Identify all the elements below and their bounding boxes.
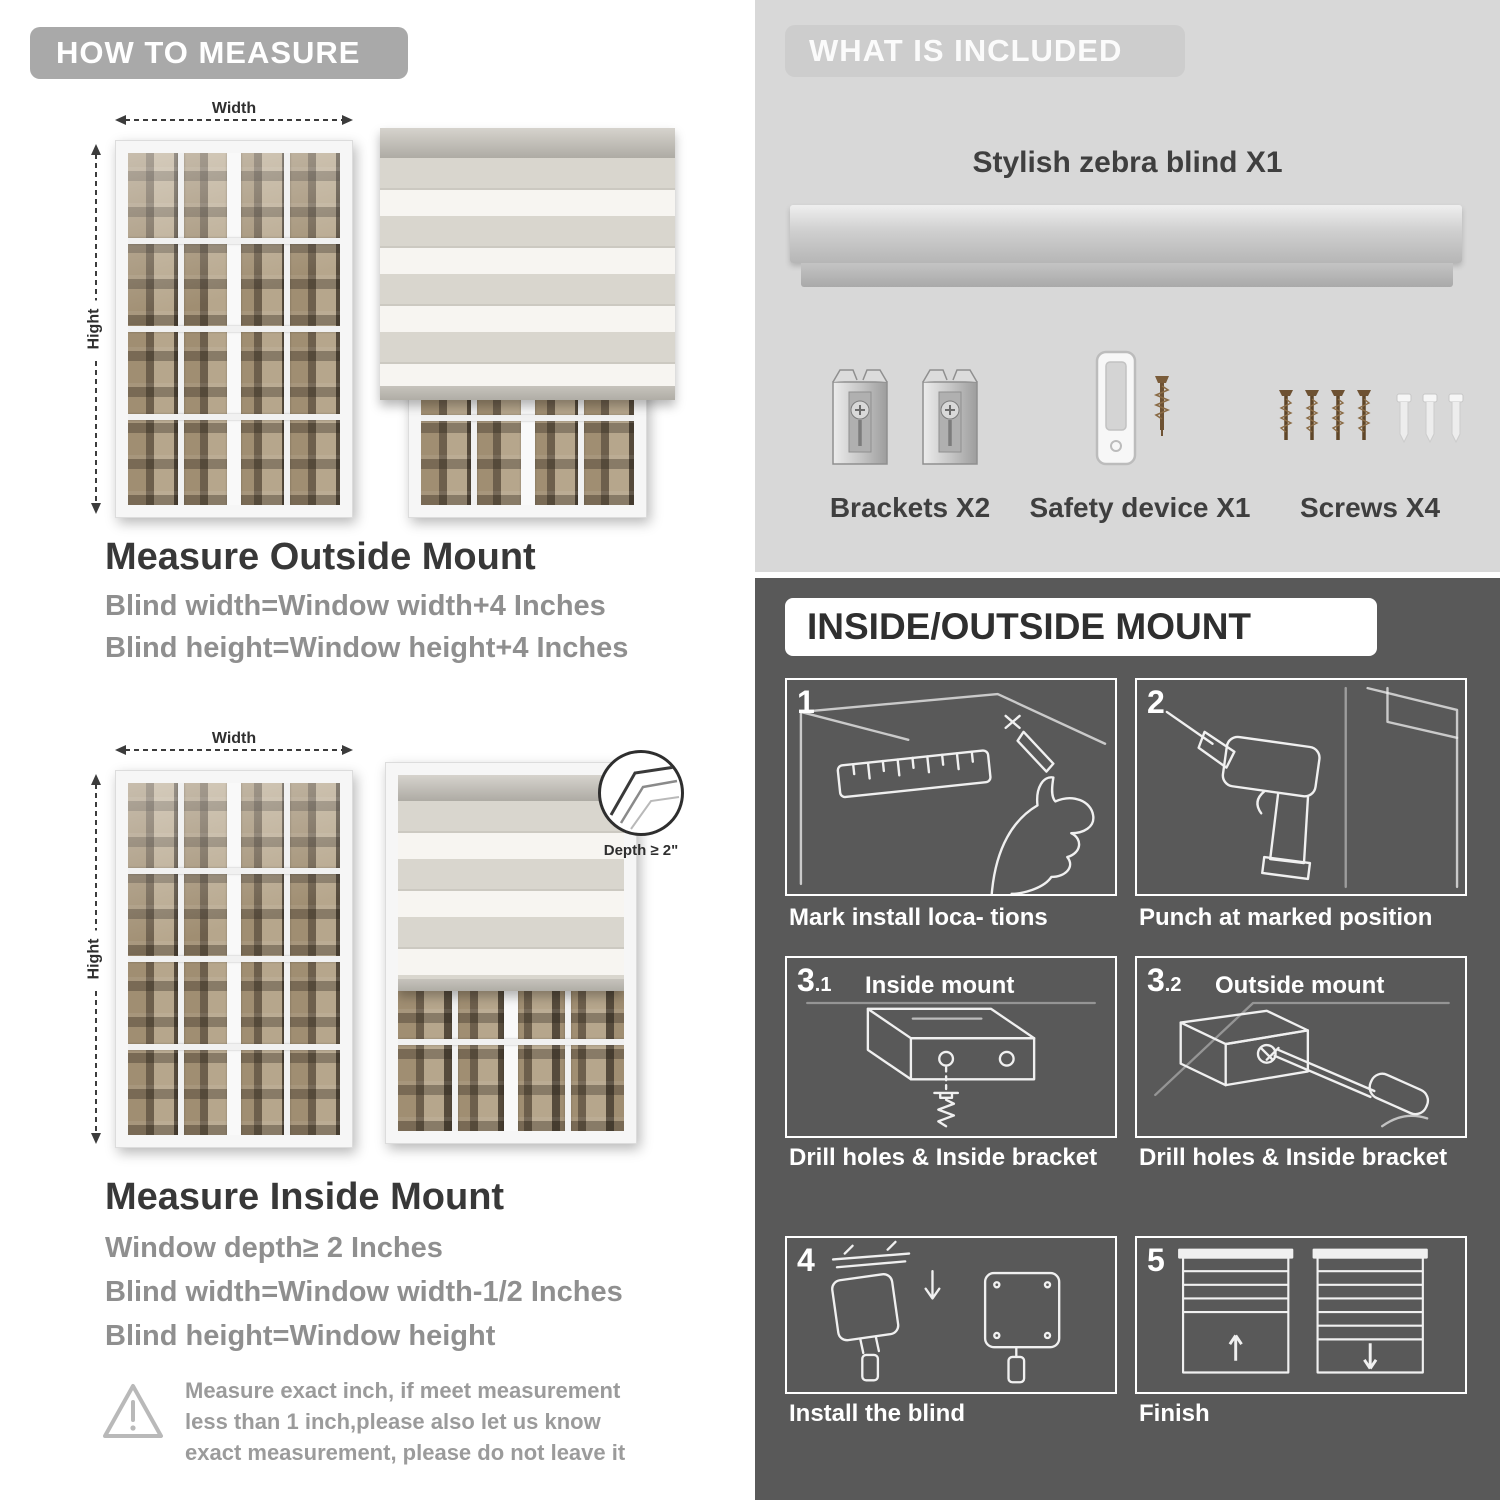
blind-inside-illustration (385, 762, 637, 1144)
width-arrow (115, 115, 353, 125)
step-caption-5: Finish (1139, 1400, 1210, 1427)
inside-mount-heading: Measure Inside Mount (105, 1176, 505, 1218)
mount-instructions-section: INSIDE/OUTSIDE MOUNT 1 Mark install loc (755, 578, 1500, 1500)
outside-mount-figure: Width Hight (80, 98, 695, 538)
inside-rule-2: Blind width=Window width-1/2 Inches (105, 1276, 623, 1308)
step-caption-4: Install the blind (789, 1400, 966, 1427)
depth-detail-magnifier (598, 750, 684, 836)
depth-label: Depth ≥ 2" (603, 842, 679, 859)
step-panel-5: 5 (1135, 1236, 1467, 1394)
step-panel-4: 4 (785, 1236, 1117, 1394)
step-caption-3-2: Drill holes & Inside bracket (1139, 1144, 1448, 1171)
window-glass (128, 783, 340, 1135)
width-label: Width (203, 730, 265, 748)
wall-anchors-icon (1396, 393, 1464, 444)
zebra-blind (380, 128, 675, 400)
inside-rule-3: Blind height=Window height (105, 1320, 496, 1352)
warning-triangle-icon (103, 1384, 163, 1438)
step-number: 3.1 (797, 962, 832, 998)
zebra-blind-headrail-lip (801, 263, 1453, 287)
screws-label: Screws X4 (1299, 492, 1441, 523)
step-caption-2: Punch at marked position (1139, 904, 1433, 931)
window-photo (115, 770, 353, 1148)
outside-rule-1: Blind width=Window width+4 Inches (105, 590, 606, 622)
height-label: Hight (85, 300, 104, 358)
mark-locations-illustration (799, 692, 1107, 894)
height-label: Hight (85, 930, 104, 988)
step-panel-1: 1 (785, 678, 1117, 896)
step-number: 3.2 (1147, 962, 1182, 998)
install-blind-illustration (831, 1240, 1061, 1384)
inside-rule-1: Window depth≥ 2 Inches (105, 1232, 443, 1264)
brackets-label: Brackets X2 (829, 492, 991, 523)
blind-bottomrail (398, 979, 624, 991)
drill-illustration (1165, 686, 1459, 889)
step-panel-2: 2 (1135, 678, 1467, 896)
bracket-icon (832, 369, 888, 465)
step-caption-3-1: Drill holes & Inside bracket (789, 1144, 1098, 1171)
what-is-included-header: WHAT IS INCLUDED (785, 25, 1185, 77)
step-caption-1: Mark install loca- tions (789, 904, 1048, 931)
product-label: Stylish zebra blind X1 (972, 146, 1283, 179)
bracket-icon (922, 369, 978, 465)
what-is-included-section: WHAT IS INCLUDED Stylish zebra blind X1 … (755, 0, 1500, 572)
inside-mount-figure: Width Hight (80, 722, 720, 1167)
outside-rule-2: Blind height=Window height+4 Inches (105, 632, 629, 664)
width-arrow (115, 745, 353, 755)
inside-bracket-illustration (806, 1001, 1096, 1128)
zebra-blind (398, 775, 624, 991)
step-number: 5 (1147, 1242, 1165, 1278)
safety-device-icon (1095, 350, 1137, 466)
zebra-blind-headrail-image (790, 205, 1462, 263)
blind-stripes (380, 158, 675, 386)
step-panel-3-2: 3.2 Outside mount (1135, 956, 1467, 1138)
screws-icon (1279, 390, 1371, 440)
blind-headrail (398, 775, 624, 801)
outside-bracket-illustration (1154, 1001, 1450, 1128)
blind-outside-illustration (380, 128, 675, 518)
safety-device-label: Safety device X1 (1029, 492, 1251, 523)
step-number: 1 (797, 684, 815, 720)
width-label: Width (203, 100, 265, 118)
screw-icon (1153, 376, 1171, 436)
window-photo (115, 140, 353, 518)
window-glass (128, 153, 340, 505)
step-title: Inside mount (865, 972, 1015, 999)
how-to-measure-header: HOW TO MEASURE (30, 27, 408, 79)
step-number: 4 (797, 1242, 815, 1278)
blind-stripes (398, 801, 624, 979)
warning-text: Measure exact inch, if meet measurement … (185, 1378, 626, 1465)
blind-headrail (380, 128, 675, 158)
step-number: 2 (1147, 684, 1165, 720)
mount-header: INSIDE/OUTSIDE MOUNT (785, 598, 1377, 656)
blind-bottomrail (380, 386, 675, 400)
frame-corner-detail (609, 765, 680, 830)
finish-illustration (1178, 1248, 1428, 1374)
step-panel-3-1: 3.1 Inside mount (785, 956, 1117, 1138)
window-glass (398, 775, 624, 1131)
step-title: Outside mount (1215, 972, 1385, 999)
outside-mount-heading: Measure Outside Mount (105, 536, 536, 578)
